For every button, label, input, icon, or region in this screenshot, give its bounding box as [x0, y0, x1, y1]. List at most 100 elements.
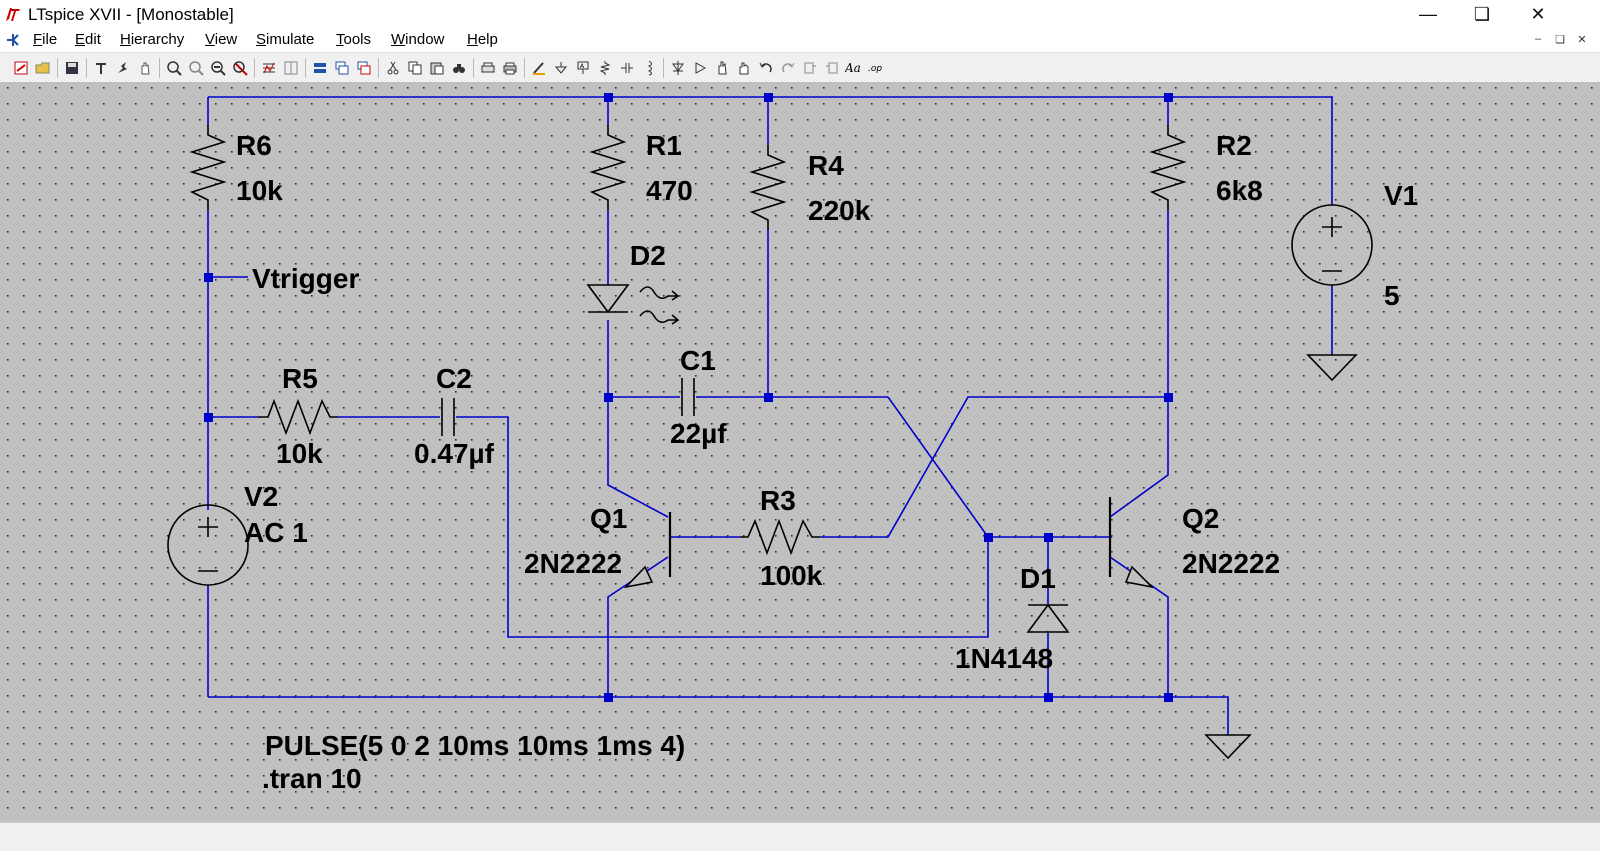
junction [764, 93, 773, 102]
window-icon[interactable] [331, 57, 353, 79]
toolbar-separator [378, 58, 379, 78]
doc-restore-button[interactable]: ❏ [1555, 33, 1565, 46]
q1-value: 2N2222 [524, 548, 622, 579]
toolbar-separator [663, 58, 664, 78]
restore-button[interactable]: ❏ [1473, 3, 1491, 24]
ground-icon[interactable] [550, 57, 572, 79]
net-label-vtrigger: Vtrigger [252, 263, 359, 294]
r2-symbol[interactable] [1149, 125, 1187, 210]
c2-symbol[interactable] [441, 398, 455, 436]
schematic-canvas[interactable]: R6 10k R1 470 R4 220k R2 6k8 V1 5 D2 C1 … [0, 82, 1600, 822]
r1-value: 470 [646, 175, 693, 206]
run-icon[interactable] [112, 57, 134, 79]
rotate-icon[interactable] [799, 57, 821, 79]
d1-name: D1 [1020, 563, 1056, 594]
label-net-icon[interactable]: A [572, 57, 594, 79]
r2-name: R2 [1216, 130, 1252, 161]
resistor-icon[interactable] [594, 57, 616, 79]
window-title: LTspice XVII - [Monostable] [28, 5, 234, 24]
undo-icon[interactable] [755, 57, 777, 79]
r6-value: 10k [236, 175, 283, 206]
wire-top-rail [208, 96, 1333, 205]
r3-name: R3 [760, 485, 796, 516]
q2-transistor-symbol[interactable] [1108, 497, 1155, 589]
toolbar: A Aa .op [0, 52, 1600, 84]
spice-directive-icon[interactable]: .op [865, 57, 887, 79]
v1-source-symbol[interactable] [1291, 204, 1373, 286]
r1-symbol[interactable] [589, 125, 627, 210]
find-icon[interactable] [448, 57, 470, 79]
halt-icon[interactable] [134, 57, 156, 79]
print-setup-icon[interactable] [477, 57, 499, 79]
ltspice-logo-icon [6, 8, 20, 21]
save-icon[interactable] [61, 57, 83, 79]
v2-value: AC 1 [244, 517, 308, 548]
doc-close-button[interactable]: ✕ [1577, 33, 1587, 46]
menu-tools[interactable]: Tools [336, 31, 372, 48]
menu-help[interactable]: Help [467, 31, 498, 48]
zoom-pan-icon[interactable] [185, 57, 207, 79]
zoom-fit-icon[interactable] [229, 57, 251, 79]
r6-name: R6 [236, 130, 272, 161]
c1-name: C1 [680, 345, 716, 376]
menu-view[interactable]: View [205, 31, 238, 48]
cut-icon[interactable] [382, 57, 404, 79]
paste-icon[interactable] [426, 57, 448, 79]
title-bar: LTspice XVII - [Monostable] — ❏ ✕ [0, 0, 1600, 28]
print-icon[interactable] [499, 57, 521, 79]
c1-symbol[interactable] [681, 378, 695, 416]
wire-q2-emitter [1109, 556, 1169, 697]
menu-hierarchy[interactable]: Hierarchy [120, 31, 185, 48]
pulse-directive[interactable]: PULSE(5 0 2 10ms 10ms 1ms 4) [265, 730, 685, 761]
svg-text:.op: .op [868, 64, 882, 74]
toolbar-separator [524, 58, 525, 78]
diode-icon[interactable] [667, 57, 689, 79]
minimize-button[interactable]: — [1419, 3, 1437, 24]
v2-source-symbol[interactable] [167, 504, 249, 586]
component-icon[interactable] [689, 57, 711, 79]
r4-symbol[interactable] [749, 145, 787, 230]
wire-q1-emitter [607, 556, 669, 697]
r3-symbol[interactable] [740, 518, 820, 556]
inductor-icon[interactable] [638, 57, 660, 79]
schematic-doc-icon[interactable] [4, 31, 22, 49]
open-icon[interactable] [32, 57, 54, 79]
cascade-icon[interactable] [309, 57, 331, 79]
zoom-in-icon[interactable] [163, 57, 185, 79]
window-2-icon[interactable] [353, 57, 375, 79]
zoom-out-icon[interactable] [207, 57, 229, 79]
c1-value: 22µf [670, 418, 727, 449]
wire-q2-collector [1109, 397, 1169, 518]
drag-icon[interactable] [733, 57, 755, 79]
d2-led-symbol[interactable] [586, 284, 680, 325]
r1-name: R1 [646, 130, 682, 161]
doc-minimize-button[interactable]: – [1534, 33, 1542, 45]
text-icon[interactable]: Aa [843, 57, 865, 79]
control-panel-icon[interactable] [90, 57, 112, 79]
tran-directive[interactable]: .tran 10 [262, 763, 362, 794]
copy-icon[interactable] [404, 57, 426, 79]
junction [204, 413, 213, 422]
c2-value: 0.47µf [414, 438, 495, 469]
wire-icon[interactable] [528, 57, 550, 79]
r4-name: R4 [808, 150, 844, 181]
wire-trigger-path [208, 416, 989, 638]
tile-horizontal-icon[interactable] [258, 57, 280, 79]
tile-vertical-icon[interactable] [280, 57, 302, 79]
menu-file[interactable]: File [33, 31, 58, 48]
menu-simulate[interactable]: Simulate [256, 31, 315, 48]
close-button[interactable]: ✕ [1530, 3, 1546, 24]
move-icon[interactable] [711, 57, 733, 79]
mirror-icon[interactable] [821, 57, 843, 79]
d1-diode-symbol[interactable] [1026, 603, 1070, 633]
capacitor-icon[interactable] [616, 57, 638, 79]
redo-icon[interactable] [777, 57, 799, 79]
r5-symbol[interactable] [258, 398, 338, 436]
new-schematic-icon[interactable] [10, 57, 32, 79]
junction [1044, 533, 1053, 542]
r6-symbol[interactable] [189, 125, 227, 210]
status-bar [0, 822, 1600, 851]
menu-edit[interactable]: Edit [75, 31, 101, 48]
menu-window[interactable]: Window [391, 31, 445, 48]
q1-transistor-symbol[interactable] [623, 512, 672, 589]
